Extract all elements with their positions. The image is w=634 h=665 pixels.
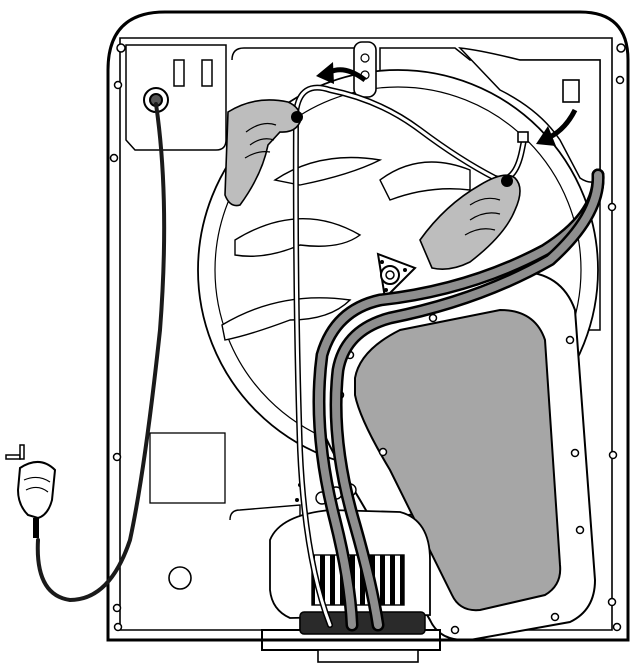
drum-hub	[376, 252, 417, 301]
drain-hose	[312, 168, 605, 632]
right-hand	[419, 174, 521, 270]
power-plug-icon	[5, 444, 57, 538]
service-window	[317, 267, 597, 642]
power-cord	[35, 102, 167, 603]
top-right-bracket	[458, 47, 601, 183]
move-arrow-left	[316, 62, 367, 84]
top-left-panel	[125, 44, 227, 151]
frame-screws	[109, 43, 626, 632]
move-arrow-down	[536, 108, 578, 146]
top-connector	[353, 41, 377, 98]
left-hand	[224, 99, 303, 207]
